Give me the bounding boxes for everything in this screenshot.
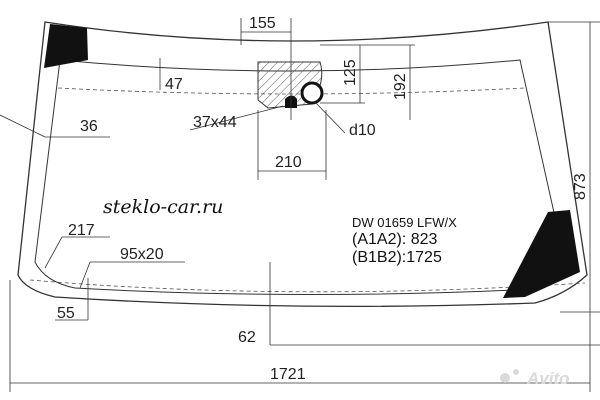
bottom-right-black-corner — [503, 210, 580, 298]
antenna-size-label: 95x20 — [120, 246, 164, 263]
dim-62-label: 62 — [238, 329, 256, 346]
dim-1721-label: 1721 — [270, 366, 306, 383]
windshield-outline — [17, 21, 588, 308]
sensor-circle — [300, 81, 324, 105]
dim-210-label: 210 — [275, 154, 302, 171]
watermark-logo-icon-dot — [513, 369, 519, 375]
dim-217-diag — [44, 236, 63, 269]
hole-diameter-label: d10 — [349, 122, 376, 139]
dim-155-label: 155 — [249, 15, 276, 32]
dim-55-label: 55 — [57, 305, 75, 322]
dim-192-label: 192 — [392, 73, 409, 100]
dim-36-label: 36 — [80, 118, 98, 135]
dashed-band-bottom — [29, 279, 586, 293]
spec-a1a2: (A1A2): 823 — [352, 231, 437, 248]
part-code: DW 01659 LFW/X — [352, 215, 457, 230]
dim-873-label: 873 — [572, 173, 589, 200]
dim-36-line — [0, 114, 46, 138]
brand-label: steklo-car.ru — [103, 196, 223, 218]
spec-b1b2: (B1B2):1725 — [352, 249, 442, 266]
sensor-leader — [189, 105, 284, 131]
dim-217-label: 217 — [68, 222, 95, 239]
dim-125-label: 125 — [342, 59, 359, 86]
sensor-size-label: 37x44 — [193, 114, 237, 131]
top-left-black-corner — [44, 24, 88, 68]
hole-leader — [314, 101, 346, 134]
watermark-text: Avito — [526, 369, 570, 388]
antenna-diag — [79, 261, 91, 289]
watermark-logo-icon — [500, 373, 510, 383]
dim-47-label: 47 — [165, 76, 183, 93]
